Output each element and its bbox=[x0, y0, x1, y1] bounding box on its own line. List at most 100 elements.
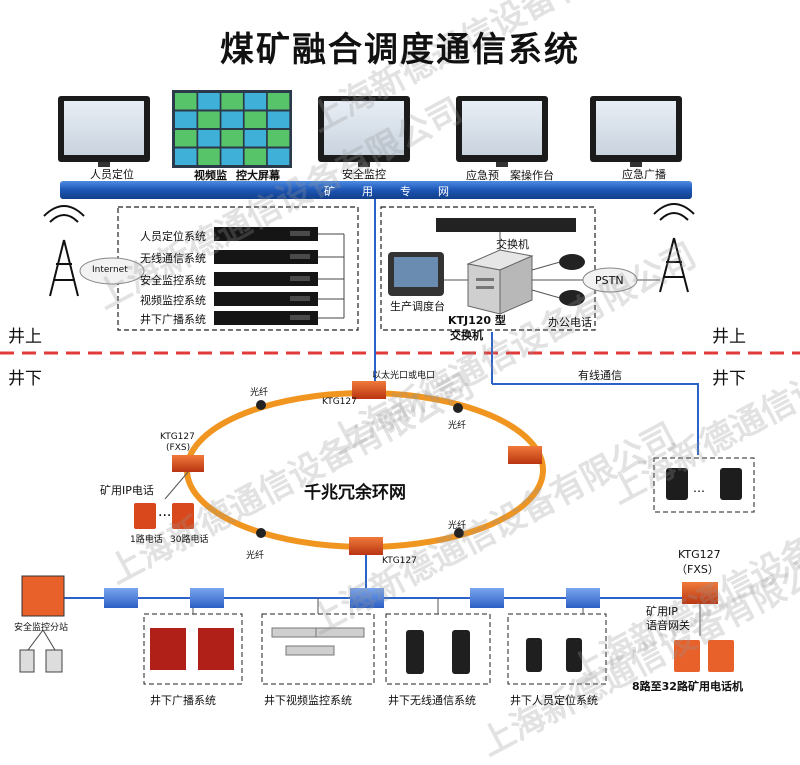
video-wall-cell bbox=[244, 111, 267, 128]
label-personnel-positioning: 人员定位 bbox=[90, 168, 134, 181]
rack-connectors bbox=[318, 233, 345, 319]
gigabit-ring bbox=[184, 390, 546, 550]
fiber-label: 光纤 bbox=[246, 551, 265, 561]
positioning-box bbox=[507, 613, 607, 685]
wireless-box bbox=[385, 613, 491, 685]
rack-item: 井下广播系统 bbox=[140, 313, 206, 326]
label-safety-monitoring: 安全监控 bbox=[342, 168, 386, 181]
monitor-broadcast bbox=[590, 96, 682, 167]
tag bbox=[526, 638, 542, 672]
monitor-safety bbox=[318, 96, 410, 167]
video-wall-cell bbox=[221, 93, 243, 110]
subsystem-positioning-label: 井下人员定位系统 bbox=[510, 694, 598, 707]
wired-phone bbox=[666, 468, 688, 500]
voice-gateway-line2: 语音网关 bbox=[646, 619, 690, 632]
ring-node-top bbox=[352, 381, 386, 399]
ktj-model: KTJ120 型 bbox=[448, 314, 506, 327]
network-bar-char: 矿 bbox=[324, 185, 335, 198]
voice-gateway-line1: 矿用IP bbox=[646, 605, 678, 618]
fiber-marker bbox=[454, 528, 464, 538]
ring-node-left-label: KTG127 bbox=[160, 432, 195, 442]
video-wall-cell bbox=[221, 130, 243, 147]
zone-surface-right: 井上 bbox=[712, 327, 746, 347]
fiber-marker bbox=[256, 400, 266, 410]
video-wall-cell bbox=[244, 93, 267, 110]
ring-top-port: 以太光口或电口 bbox=[372, 371, 436, 381]
wired-phone bbox=[720, 468, 742, 500]
label-control-screen: 控大屏幕 bbox=[236, 169, 280, 182]
ip-phone-first: 1路电话 bbox=[130, 535, 163, 545]
phones-ellipsis: ··· bbox=[158, 508, 171, 524]
subsystem-broadcast-label: 井下广播系统 bbox=[150, 694, 216, 707]
internet-cloud bbox=[79, 257, 145, 285]
monitor-emergency bbox=[456, 96, 548, 167]
sensor bbox=[45, 649, 63, 673]
label-video-wall: 视频监 bbox=[194, 169, 227, 182]
ring-node-bottom-label: KTG127 bbox=[382, 556, 417, 566]
zone-underground-right: 井下 bbox=[712, 369, 746, 389]
sensors bbox=[27, 629, 56, 651]
phones-caption: 8路至32路矿用电话机 bbox=[632, 680, 743, 693]
ring-node-top-label: KTG127 bbox=[322, 397, 357, 407]
fxs-sub-label: （FXS） bbox=[676, 563, 719, 576]
safety-substation-box bbox=[21, 575, 65, 617]
monitor-personnel bbox=[58, 96, 150, 167]
pstn-label: PSTN bbox=[595, 274, 624, 287]
video-wall-cell bbox=[221, 148, 243, 165]
gateway-box bbox=[566, 588, 600, 608]
video-wall-cell bbox=[198, 111, 220, 128]
rack-servers bbox=[214, 227, 318, 325]
fiber-label: 光纤 bbox=[448, 521, 467, 531]
speaker bbox=[198, 628, 234, 670]
rack-item: 视频监控系统 bbox=[140, 294, 206, 307]
video-wall-cell bbox=[267, 111, 290, 128]
ring-node-left-sub: (FXS) bbox=[166, 443, 191, 453]
ring-name: 千兆冗余环网 bbox=[304, 483, 406, 503]
antenna-tower-left bbox=[43, 205, 85, 297]
handset bbox=[452, 630, 470, 674]
rack-item: 安全监控系统 bbox=[140, 274, 206, 287]
subsystem-wireless-label: 井下无线通信系统 bbox=[388, 694, 476, 707]
office-phone-label: 办公电话 bbox=[548, 316, 592, 329]
wired-comm-label: 有线通信 bbox=[578, 369, 622, 382]
ring-node-right bbox=[508, 446, 542, 464]
ring-node-bottom bbox=[349, 537, 383, 555]
label-emergency-broadcast: 应急广播 bbox=[622, 168, 666, 181]
camera bbox=[271, 627, 321, 638]
dispatch-links bbox=[444, 232, 586, 299]
ip-phone-last: 30路电话 bbox=[170, 535, 209, 545]
ip-phone-link bbox=[164, 471, 189, 500]
mine-phone bbox=[674, 640, 700, 672]
fiber-label: 光纤 bbox=[448, 421, 467, 431]
label-dispatch-console: 案操作台 bbox=[510, 169, 554, 182]
page-title: 煤矿融合调度通信系统 bbox=[220, 30, 580, 70]
office-phone-1 bbox=[559, 254, 585, 270]
network-bar-char: 网 bbox=[438, 185, 449, 198]
subsystem-links bbox=[192, 598, 701, 636]
subsystem-video-label: 井下视频监控系统 bbox=[264, 694, 352, 707]
video-wall-cell bbox=[221, 111, 243, 128]
main-links bbox=[374, 199, 699, 455]
video-wall-cell bbox=[175, 111, 197, 128]
video-wall-cell bbox=[198, 148, 220, 165]
video-wall-cell bbox=[175, 130, 197, 147]
zone-surface-left: 井上 bbox=[8, 327, 42, 347]
dispatch-desk bbox=[388, 252, 444, 296]
dispatch-desk-label: 生产调度台 bbox=[390, 300, 445, 313]
office-phone-2 bbox=[559, 290, 585, 306]
zone-underground-left: 井下 bbox=[8, 369, 42, 389]
camera bbox=[285, 645, 335, 656]
gateway-box bbox=[350, 588, 384, 608]
fiber-marker bbox=[256, 528, 266, 538]
video-wall-cell bbox=[244, 130, 267, 147]
network-bar-char: 专 bbox=[400, 185, 411, 198]
mine-network-bar bbox=[60, 181, 692, 199]
antenna-tower-right bbox=[653, 203, 695, 293]
video-wall-cell bbox=[175, 148, 197, 165]
fiber-label: 光纤 bbox=[250, 388, 269, 398]
switch-unit bbox=[436, 218, 576, 232]
dispatch-box bbox=[380, 206, 596, 331]
diagram-graphics: ··· … bbox=[0, 90, 800, 685]
video-wall-cell bbox=[267, 148, 290, 165]
